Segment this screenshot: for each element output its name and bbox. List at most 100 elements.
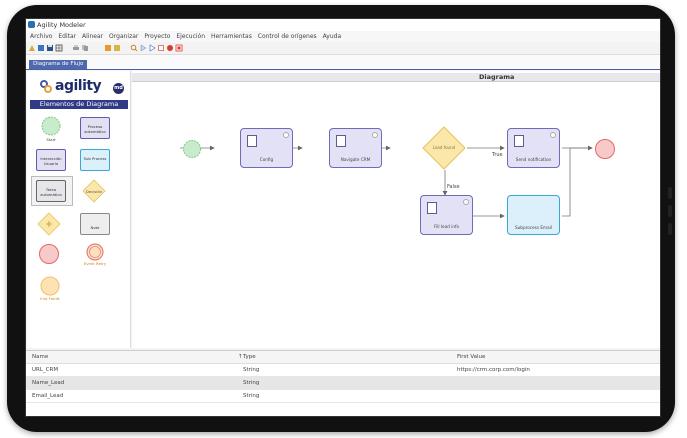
diagram-canvas[interactable]: Diagrama Config bbox=[132, 71, 660, 348]
variables-table: Name ↑ Type First Value URL_CRM String h… bbox=[26, 350, 660, 416]
palette-gateway[interactable] bbox=[37, 212, 61, 236]
table-row[interactable]: URL_CRM String https://crm.corp.com/logi… bbox=[26, 364, 660, 377]
menu-alinear[interactable]: Alinear bbox=[82, 33, 104, 40]
search-icon[interactable] bbox=[130, 44, 138, 52]
agility-logo-icon bbox=[40, 80, 52, 93]
status-dot bbox=[372, 132, 378, 138]
toolbar bbox=[26, 42, 660, 55]
align-icon[interactable] bbox=[104, 44, 112, 52]
edge-label-false: False bbox=[447, 184, 460, 190]
task-label: Subprocess Email bbox=[514, 225, 552, 230]
record-icon[interactable] bbox=[166, 44, 174, 52]
stop-icon[interactable] bbox=[175, 44, 183, 52]
brand-name: agility bbox=[55, 78, 102, 94]
palette-label: Tarea automática bbox=[40, 187, 62, 197]
task-label: Send notification bbox=[515, 157, 552, 162]
task-navigate-crm[interactable]: Navigate CRM bbox=[329, 128, 382, 168]
sort-icon[interactable]: ↑ bbox=[238, 354, 243, 360]
menu-proyecto[interactable]: Proyecto bbox=[144, 33, 171, 40]
column-first-value[interactable]: First Value bbox=[457, 354, 486, 360]
palette-label: Event Retry bbox=[83, 261, 107, 266]
palette-proceso-automatico[interactable]: Proceso automático bbox=[80, 117, 110, 139]
palette-sub-process[interactable]: Sub Process bbox=[80, 149, 110, 171]
palette-note[interactable]: Note bbox=[80, 213, 110, 235]
side-button bbox=[668, 187, 672, 199]
new-icon[interactable] bbox=[28, 44, 36, 52]
palette-event-retry[interactable]: Event Retry bbox=[81, 243, 109, 271]
side-button bbox=[668, 223, 672, 235]
palette-label: Sub Process bbox=[83, 156, 107, 161]
palette-label: Proceso automático bbox=[84, 124, 106, 134]
md-badge: md bbox=[113, 83, 124, 94]
cell-name: Name_Lead bbox=[32, 380, 65, 386]
menu-ejecucion[interactable]: Ejecución bbox=[176, 33, 206, 40]
palette-decision[interactable]: Decisión bbox=[82, 179, 106, 203]
palette-end-event[interactable] bbox=[38, 243, 60, 265]
status-dot bbox=[283, 132, 289, 138]
end-event[interactable] bbox=[594, 138, 616, 160]
column-name[interactable]: Name bbox=[32, 354, 49, 360]
menu-ayuda[interactable]: Ayuda bbox=[322, 33, 342, 40]
task-fill-lead-info[interactable]: Fill lead info bbox=[420, 195, 473, 235]
app-icon bbox=[28, 21, 35, 28]
start-event[interactable] bbox=[182, 139, 202, 159]
play-icon[interactable] bbox=[148, 44, 156, 52]
column-type[interactable]: Type bbox=[243, 354, 256, 360]
pause-icon[interactable] bbox=[157, 44, 165, 52]
copy-icon[interactable] bbox=[81, 44, 89, 52]
document-icon bbox=[247, 135, 257, 147]
task-subprocess-email[interactable]: Subprocess Email bbox=[507, 195, 560, 235]
palette-start-event[interactable]: Start bbox=[39, 115, 63, 145]
elements-palette: agility md Elementos de Diagrama Start P… bbox=[27, 71, 131, 348]
palette-label: End Frontt bbox=[40, 296, 60, 301]
table-header: Name ↑ Type First Value bbox=[26, 351, 660, 364]
menu-archivo[interactable]: Archivo bbox=[30, 33, 53, 40]
edge-label-true: True bbox=[492, 152, 503, 158]
app-screen: Agility Modeler Archivo Editar Alinear O… bbox=[25, 18, 661, 417]
table-row[interactable]: Name_Lead String bbox=[26, 377, 660, 390]
task-config[interactable]: Config bbox=[240, 128, 293, 168]
palette-label: Interacción Usuario bbox=[40, 156, 62, 166]
window-title: Agility Modeler bbox=[37, 21, 86, 29]
diagram-header: Diagrama bbox=[132, 73, 660, 82]
diagram-connectors bbox=[180, 145, 593, 219]
cell-name: Email_Lead bbox=[32, 393, 64, 399]
grid-icon[interactable] bbox=[55, 44, 63, 52]
task-send-notification[interactable]: Send notification bbox=[507, 128, 560, 168]
cell-name: URL_CRM bbox=[32, 367, 59, 373]
menu-bar: Archivo Editar Alinear Organizar Proyect… bbox=[26, 31, 660, 42]
cell-type: String bbox=[243, 380, 260, 386]
run-icon[interactable] bbox=[139, 44, 147, 52]
print-icon[interactable] bbox=[72, 44, 80, 52]
palette-label: Decisión bbox=[85, 189, 103, 194]
table-row[interactable]: Email_Lead String bbox=[26, 390, 660, 403]
document-icon bbox=[427, 202, 437, 214]
status-dot bbox=[463, 199, 469, 205]
document-icon bbox=[336, 135, 346, 147]
open-icon[interactable] bbox=[37, 44, 45, 52]
menu-organizar[interactable]: Organizar bbox=[109, 33, 139, 40]
diagram-title: Diagrama bbox=[479, 73, 515, 81]
save-icon[interactable] bbox=[46, 44, 54, 52]
task-label: Navigate CRM bbox=[340, 157, 371, 162]
palette-end-frontt[interactable]: End Frontt bbox=[37, 275, 63, 305]
cell-type: String bbox=[243, 367, 260, 373]
menu-control-origenes[interactable]: Control de orígenes bbox=[257, 33, 317, 40]
tab-strip: Diagrama de Flujo bbox=[26, 55, 660, 70]
menu-herramientas[interactable]: Herramientas bbox=[210, 33, 252, 40]
document-icon bbox=[514, 135, 524, 147]
palette-title: Elementos de Diagrama bbox=[30, 100, 128, 109]
decision-gateway[interactable]: Lead found bbox=[422, 126, 466, 170]
status-dot bbox=[550, 132, 556, 138]
task-label: Fill lead info bbox=[433, 224, 460, 229]
palette-interaccion-usuario[interactable]: Interacción Usuario bbox=[36, 149, 66, 171]
cell-value: https://crm.corp.com/login bbox=[457, 367, 530, 373]
menu-editar[interactable]: Editar bbox=[58, 33, 77, 40]
tab-diagrama-flujo[interactable]: Diagrama de Flujo bbox=[29, 60, 88, 69]
palette-tarea-automatica[interactable]: Tarea automática bbox=[36, 180, 66, 202]
organize-icon[interactable] bbox=[113, 44, 121, 52]
side-button bbox=[668, 205, 672, 217]
connector-subprocess-merge bbox=[562, 148, 571, 217]
task-label: Config bbox=[259, 157, 274, 162]
palette-label: Start bbox=[46, 137, 56, 142]
